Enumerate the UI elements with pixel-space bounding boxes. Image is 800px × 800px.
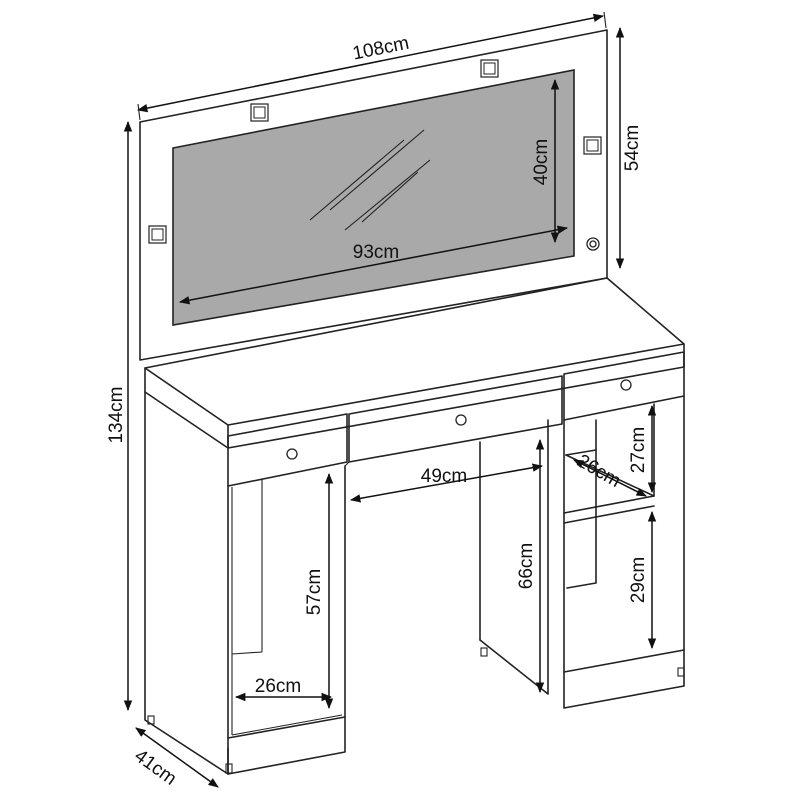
label-right-lower-height: 29cm — [628, 557, 649, 603]
dim-right-shelf-depth — [573, 459, 647, 497]
label-depth: 41cm — [130, 745, 180, 789]
label-total-width: 108cm — [351, 33, 411, 65]
dim-mirror-width — [178, 225, 569, 305]
light-bulb-icon — [148, 225, 167, 244]
drawer-center — [348, 375, 563, 463]
label-right-upper-height: 27cm — [628, 427, 649, 473]
dim-total-width — [136, 11, 607, 121]
label-left-opening-height: 57cm — [304, 569, 325, 615]
switch-icon — [586, 237, 600, 251]
label-center-opening-height: 66cm — [516, 543, 537, 589]
label-mirror-width: 93cm — [353, 242, 399, 263]
label-total-height: 134cm — [106, 386, 127, 443]
right-cabinet — [563, 395, 685, 709]
dim-depth — [135, 727, 219, 788]
label-mirror-frame-height: 54cm — [622, 125, 643, 171]
drawer-left — [227, 413, 348, 487]
light-bulb-icon — [480, 59, 499, 78]
mirror-glass — [172, 69, 575, 326]
label-center-opening-width: 49cm — [421, 466, 467, 487]
label-right-shelf-depth: 26cm — [573, 451, 624, 492]
light-bulb-icon — [250, 103, 269, 122]
label-mirror-height: 40cm — [531, 139, 552, 185]
light-bulb-icon — [583, 136, 602, 155]
drawer-knob-center — [455, 414, 467, 426]
drawer-knob-right — [620, 379, 632, 391]
drawer-knob-left — [286, 448, 298, 460]
dim-center-opening-width — [349, 463, 544, 503]
label-left-shelf-width: 26cm — [255, 676, 301, 697]
